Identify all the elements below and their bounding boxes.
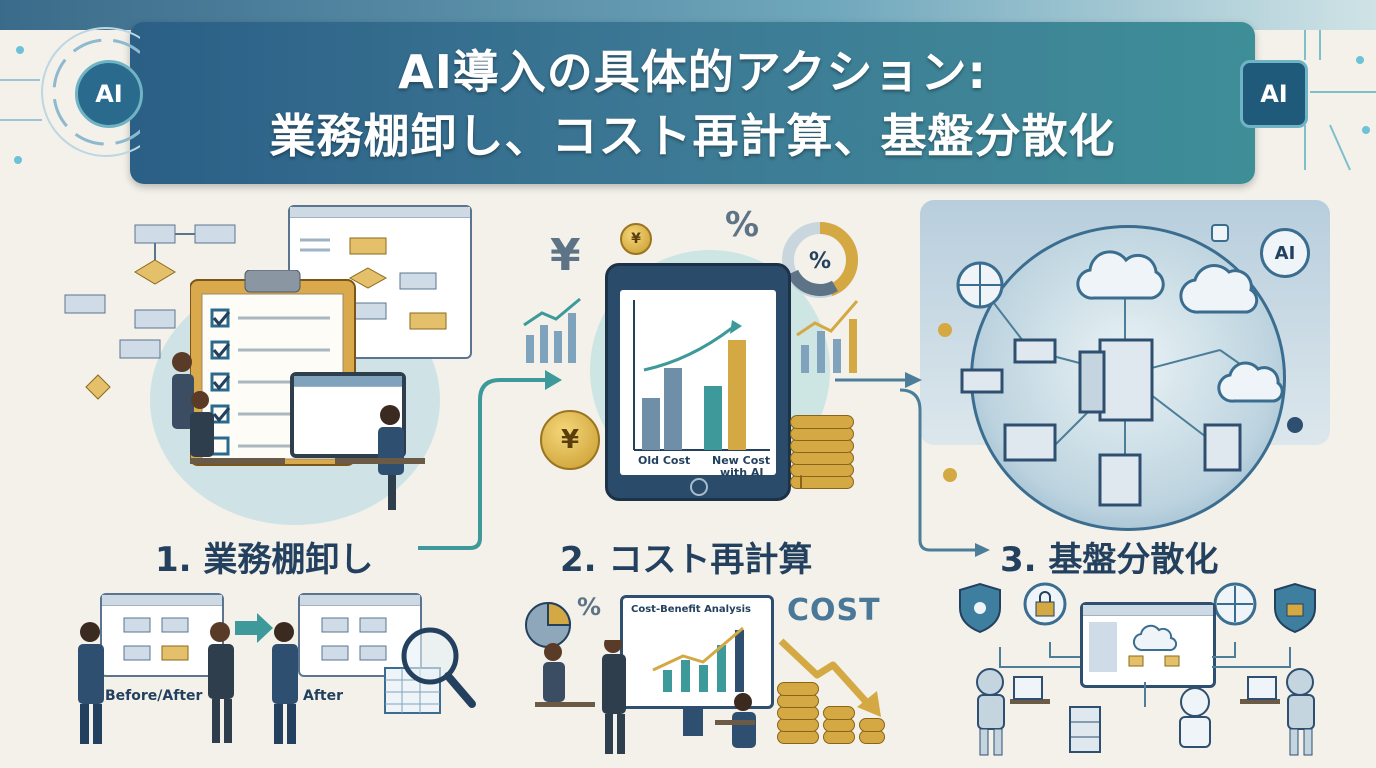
flowchart-diagram: [64, 224, 236, 400]
office-workers: [172, 352, 425, 510]
cba-chart: [652, 626, 744, 692]
cba-board: Cost-Benefit Analysis: [620, 595, 774, 709]
tablet-device: Old Cost New Cost with AI: [605, 263, 791, 501]
section2-bottom-illustration: % Cost-Benefit Analysis COST: [515, 585, 895, 760]
ai-chip-right: AI: [1240, 60, 1308, 128]
percent-symbol-top: %: [725, 205, 760, 245]
network-diagram: [938, 224, 1303, 507]
percent-symbol-bottom: %: [577, 593, 602, 621]
before-after-arrow: [235, 613, 273, 643]
percent-donut: %: [782, 222, 858, 298]
ai-badge-label: AI: [1274, 242, 1296, 264]
ai-chip-left-label: AI: [95, 80, 123, 108]
before-after-label: Before/After: [105, 688, 203, 704]
title-line-2: 業務棚卸し、コスト再計算、基盤分散化: [269, 109, 1116, 163]
yen-coin-small: ¥: [620, 223, 652, 255]
growth-arrow-chart: [796, 300, 859, 373]
yen-symbol-large: ¥: [550, 230, 581, 281]
presenters: [78, 622, 298, 744]
section1-bottom-illustration: Before/After After: [60, 588, 480, 758]
cost-comparison-chart: [633, 300, 770, 451]
new-cost-label-line1: New Cost: [712, 454, 771, 467]
ai-chip-left: AI: [75, 60, 143, 128]
tablet-screen: Old Cost New Cost with AI: [620, 290, 776, 479]
cost-word: COST: [787, 593, 881, 628]
after-label: After: [303, 688, 344, 704]
robots-and-network: [976, 642, 1315, 756]
ai-chip-right-label: AI: [1260, 80, 1288, 108]
central-dashboard: [1080, 602, 1216, 688]
title-line-1: AI導入の具体的アクション:: [398, 45, 987, 99]
header-banner: [130, 22, 1255, 184]
security-icons-row: [959, 582, 1316, 634]
yen-coin-small-label: ¥: [631, 231, 641, 247]
pie-chart-icon: [525, 601, 572, 648]
left-circuit-decoration: [0, 27, 140, 164]
cba-board-stand: [683, 706, 703, 736]
section3-illustration: AI: [920, 200, 1330, 531]
cba-title: Cost-Benefit Analysis: [631, 604, 751, 615]
new-cost-label-line2: with AI: [720, 466, 764, 479]
yen-coin-large-label: ¥: [560, 425, 580, 455]
ai-badge-network: AI: [1260, 228, 1310, 278]
yen-coin-large: ¥: [540, 410, 600, 470]
section-label-3: 3. 基盤分散化: [1000, 540, 1219, 580]
bar-new-2: [728, 340, 746, 450]
svg-text:%: %: [809, 249, 831, 274]
old-cost-label: Old Cost: [638, 454, 691, 467]
flowchart-window: [288, 205, 472, 359]
cost-down-arrow: [778, 638, 881, 717]
magnifier-icon: [384, 627, 476, 714]
section-label-1: 1. 業務棚卸し: [155, 540, 374, 580]
meeting-people: [535, 640, 756, 754]
small-bar-chart-left: [523, 297, 581, 363]
section-label-2: 2. コスト再計算: [560, 540, 813, 580]
before-window: [100, 593, 224, 677]
section2-illustration: ¥ ¥ % % ¥ Old Cost: [510, 205, 870, 525]
right-circuit-decoration: [1304, 30, 1376, 171]
section3-bottom-illustration: [950, 582, 1340, 762]
bar-old-1: [642, 398, 660, 450]
page-title: AI導入の具体的アクション: 業務棚卸し、コスト再計算、基盤分散化: [130, 40, 1255, 168]
section1-illustration: [60, 200, 480, 525]
after-window: [298, 593, 422, 677]
bar-old-2: [664, 368, 682, 450]
tablet-home-button: [690, 478, 708, 496]
bar-new-1: [704, 386, 722, 450]
